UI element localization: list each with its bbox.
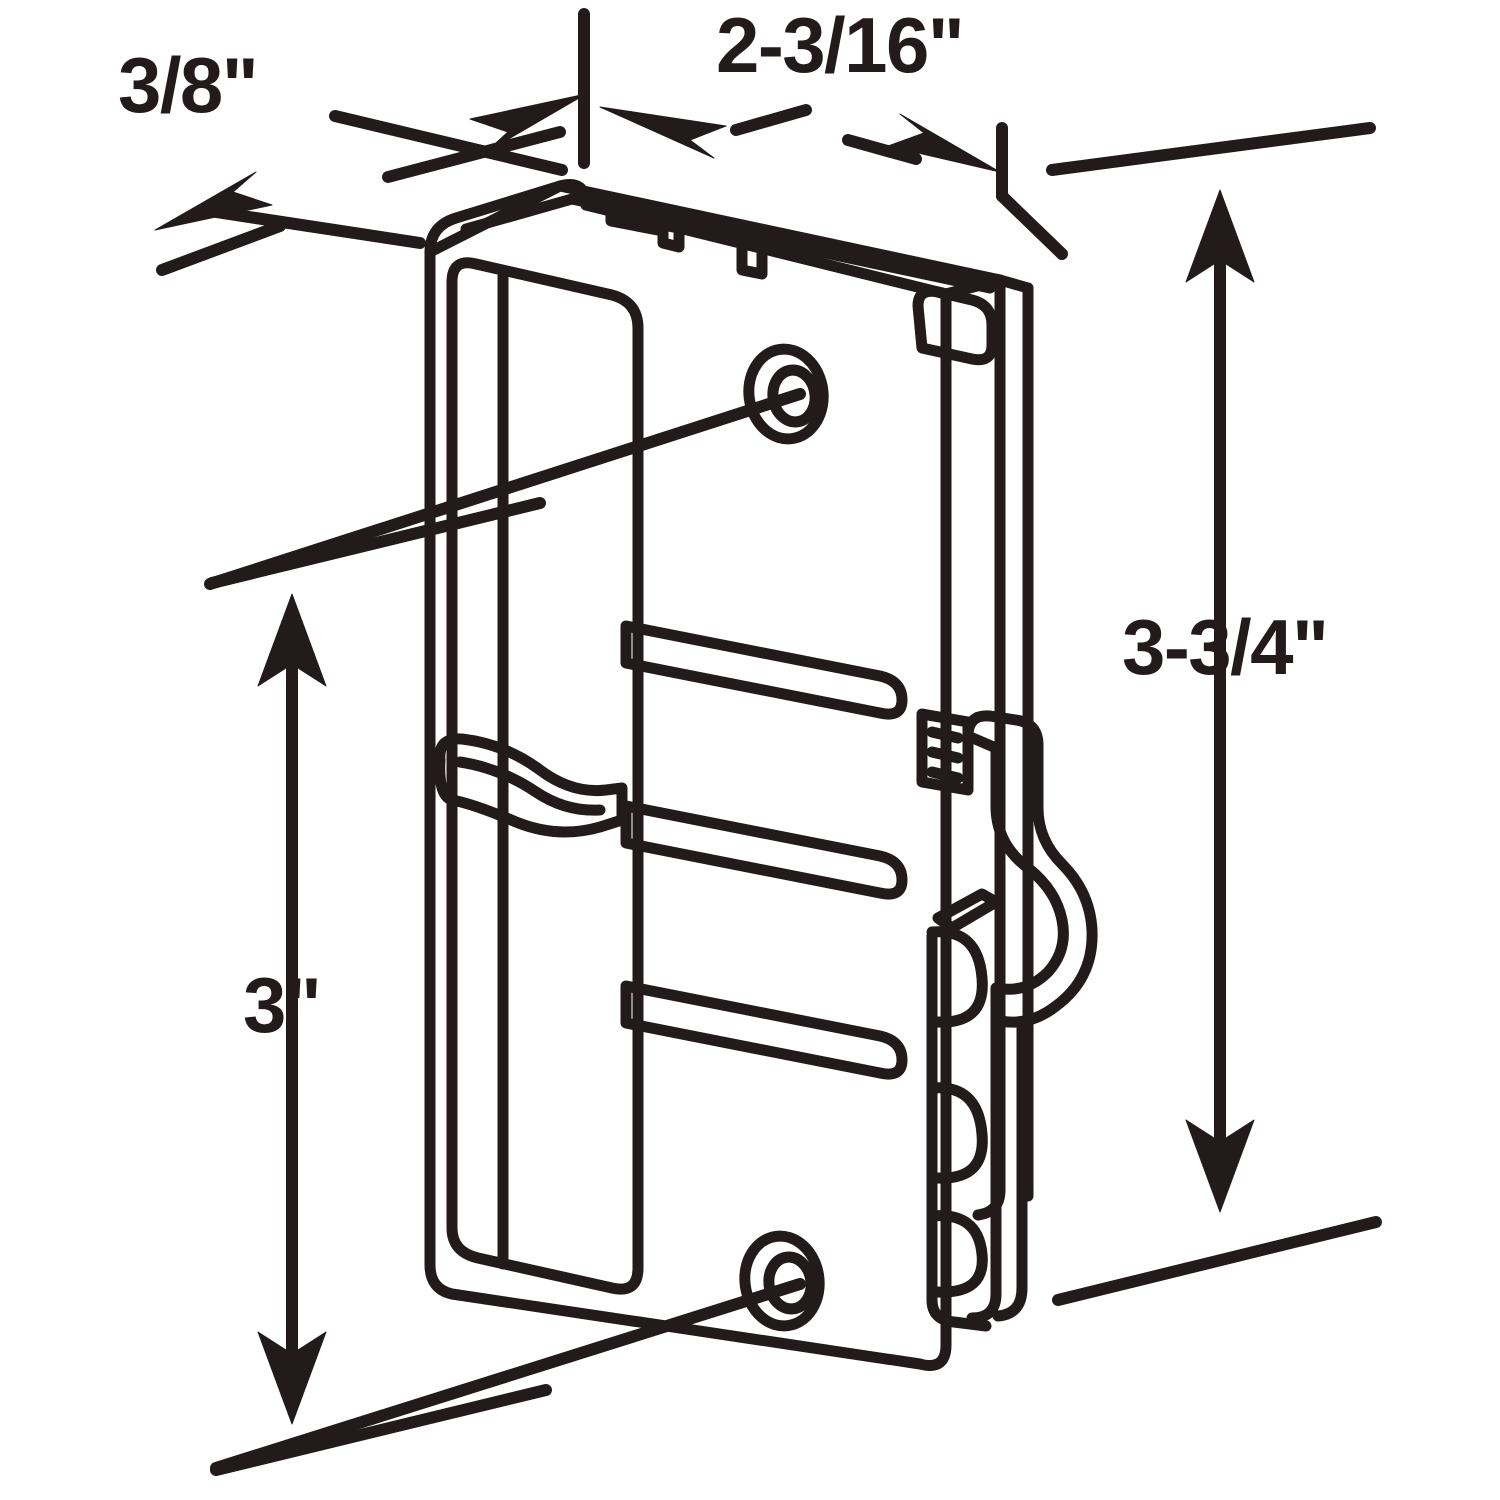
housing-top-face-front: [580, 199, 1006, 286]
top-face-tab-slot: [736, 230, 768, 280]
dimension-label-width: 2-3/16": [716, 1, 965, 89]
leader-to-top-screw-hole: [204, 388, 806, 590]
dimension-inner-height-arrows: [257, 593, 327, 1425]
height-witness-line-bottom: [1052, 1216, 1382, 1306]
dimension-height: [1046, 122, 1382, 1306]
inner-height-arrow-top: [257, 593, 327, 687]
thickness-arrow-right: [469, 93, 587, 153]
latch-lever: [962, 710, 1098, 1028]
height-witness-line-top: [1046, 122, 1376, 176]
rib-2: [620, 800, 908, 900]
thickness-leader-left: [156, 220, 286, 276]
detent-scallop-3: [926, 1210, 988, 1298]
dimension-height-arrows: [1185, 189, 1255, 1213]
inner-height-arrow-bottom: [257, 1331, 327, 1425]
thickness-witness-line-upper: [329, 110, 568, 176]
width-extension-right: [996, 190, 1068, 260]
latch-bracket-hatch-2: [926, 746, 964, 764]
lever-lower-shaft-inner: [992, 1016, 1028, 1322]
width-leader-left: [730, 104, 812, 136]
lever-wedge: [932, 888, 1002, 934]
detent-scallop-2: [926, 1082, 988, 1184]
detent-scallop-1: [926, 926, 988, 1028]
width-arrow-left: [599, 106, 727, 159]
upper-right-tab: [912, 285, 998, 366]
dimension-thickness-arrows: [154, 93, 587, 231]
leader-to-bottom-screw-hole: [210, 1278, 806, 1474]
dimension-label-inner-height: 3": [243, 961, 322, 1049]
dimension-width: [578, 8, 1068, 260]
detent-stack-outline: [926, 930, 992, 1332]
width-leader-right: [842, 134, 922, 165]
inner-panel-outline: [446, 257, 644, 1295]
latch-body-geometry: [424, 179, 1098, 1371]
latch-bracket-hatch-1: [926, 726, 964, 744]
rib-3: [620, 980, 908, 1080]
dimension-thickness: [156, 110, 568, 276]
rib-1: [620, 620, 908, 720]
height-arrow-top: [1185, 189, 1255, 283]
screw-hole-bottom: [739, 1230, 825, 1332]
thickness-arrow-left: [154, 171, 273, 231]
thickness-witness-line-lower: [197, 204, 426, 249]
screw-hole-leaders: [204, 388, 806, 1474]
lever-lower-shaft: [966, 1014, 1002, 1324]
housing-right-wall-top-link: [994, 274, 1034, 294]
width-arrow-right: [887, 113, 1001, 173]
latch-bracket: [916, 708, 974, 796]
height-arrow-bottom: [1185, 1119, 1255, 1213]
thickness-leader-right: [382, 126, 566, 183]
latch-bracket-hatch-3: [926, 766, 964, 784]
dimension-label-thickness: 3/8": [118, 41, 259, 129]
dimension-width-arrows: [599, 106, 1001, 173]
front-plate-outline: [424, 179, 952, 1371]
finger-pull: [434, 733, 628, 838]
dimension-label-height: 3-3/4": [1122, 603, 1329, 691]
finger-pull-highlight: [454, 756, 606, 816]
top-face-tab: [605, 210, 685, 253]
